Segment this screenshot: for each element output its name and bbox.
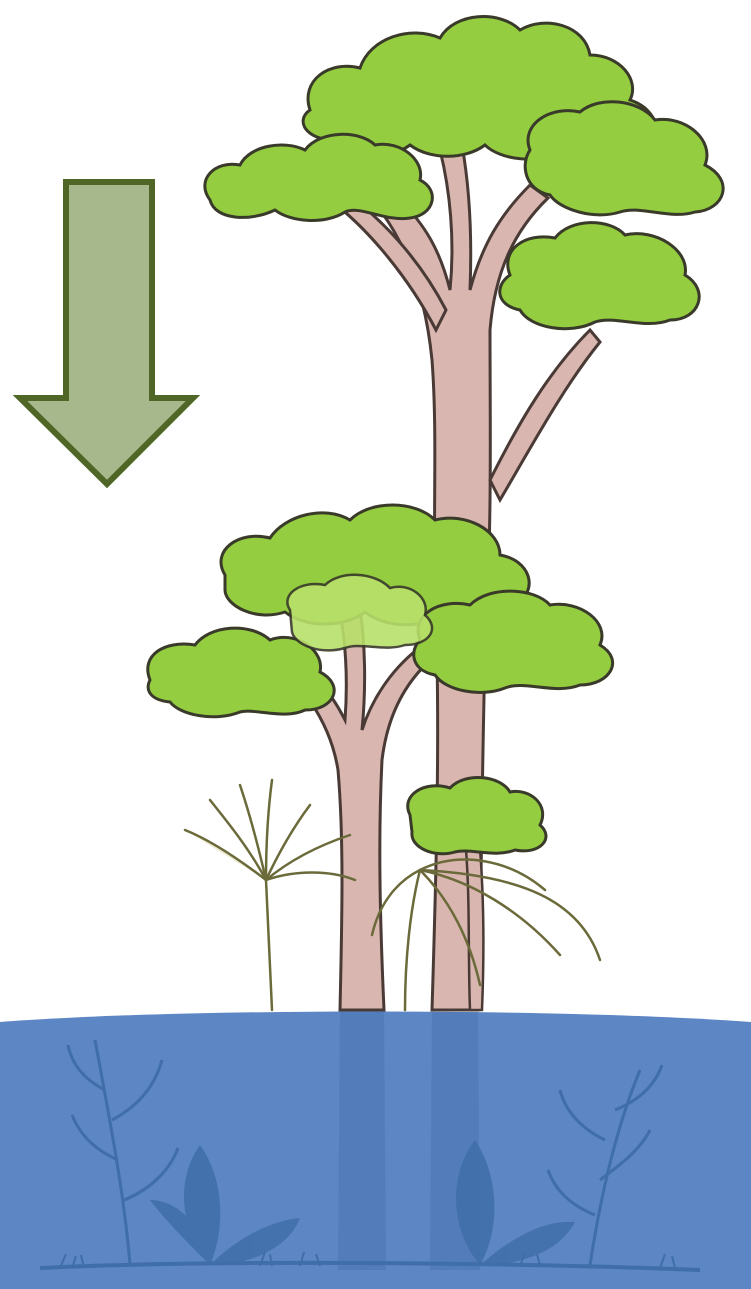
fern-left-stem	[266, 880, 272, 1010]
canopy-tree-icon	[148, 505, 613, 1010]
emergent-crown-left	[205, 134, 433, 220]
emergent-crown-lower-right	[500, 223, 699, 329]
down-arrow-icon	[20, 182, 193, 484]
fern-left-leaf-2	[210, 800, 266, 880]
emergent-tree-icon	[205, 17, 723, 1010]
canopy-crown-right	[414, 591, 613, 692]
shrub-crown	[408, 777, 546, 853]
floor-trunk-shadow-1	[338, 1012, 386, 1270]
arrow-shape	[20, 182, 193, 484]
emergent-branch-right	[490, 330, 600, 500]
forest-floor-plants-icon	[0, 1012, 751, 1289]
fern-right-stem	[405, 870, 420, 1010]
fern-left-leaf-4	[266, 780, 272, 880]
fern-left-leaf-5	[266, 805, 310, 880]
emergent-crown-right	[525, 102, 723, 215]
fern-left-leaf-1	[185, 830, 266, 880]
